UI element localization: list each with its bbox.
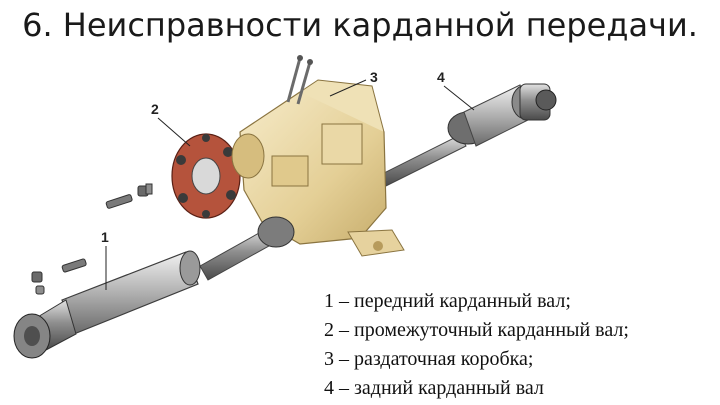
- legend-item-intermediate-shaft: 2 – промежуточный карданный вал;: [324, 319, 629, 341]
- callout-4: 4: [437, 69, 475, 111]
- svg-text:3: 3: [370, 69, 378, 85]
- svg-text:4: 4: [437, 69, 445, 85]
- legend: 1 – передний карданный вал; 2 – промежут…: [324, 287, 714, 403]
- legend-item-front-shaft: 1 – передний карданный вал;: [324, 290, 571, 312]
- intermediate-shaft-flange: [171, 133, 241, 219]
- svg-text:2: 2: [151, 101, 159, 117]
- callout-2: 2: [151, 101, 191, 147]
- slide-title: 6. Неисправности карданной передачи.: [22, 6, 698, 44]
- svg-text:1: 1: [101, 229, 109, 245]
- rear-propeller-shaft: [379, 83, 557, 187]
- callout-3: 3: [329, 69, 378, 97]
- transfer-case: [231, 55, 405, 257]
- front-propeller-shaft: [13, 216, 295, 359]
- callout-1: 1: [101, 229, 109, 290]
- legend-item-transfer-case: 3 – раздаточная коробка;: [324, 348, 534, 370]
- bolts: [31, 183, 153, 295]
- legend-item-rear-shaft: 4 – задний карданный вал: [324, 377, 544, 399]
